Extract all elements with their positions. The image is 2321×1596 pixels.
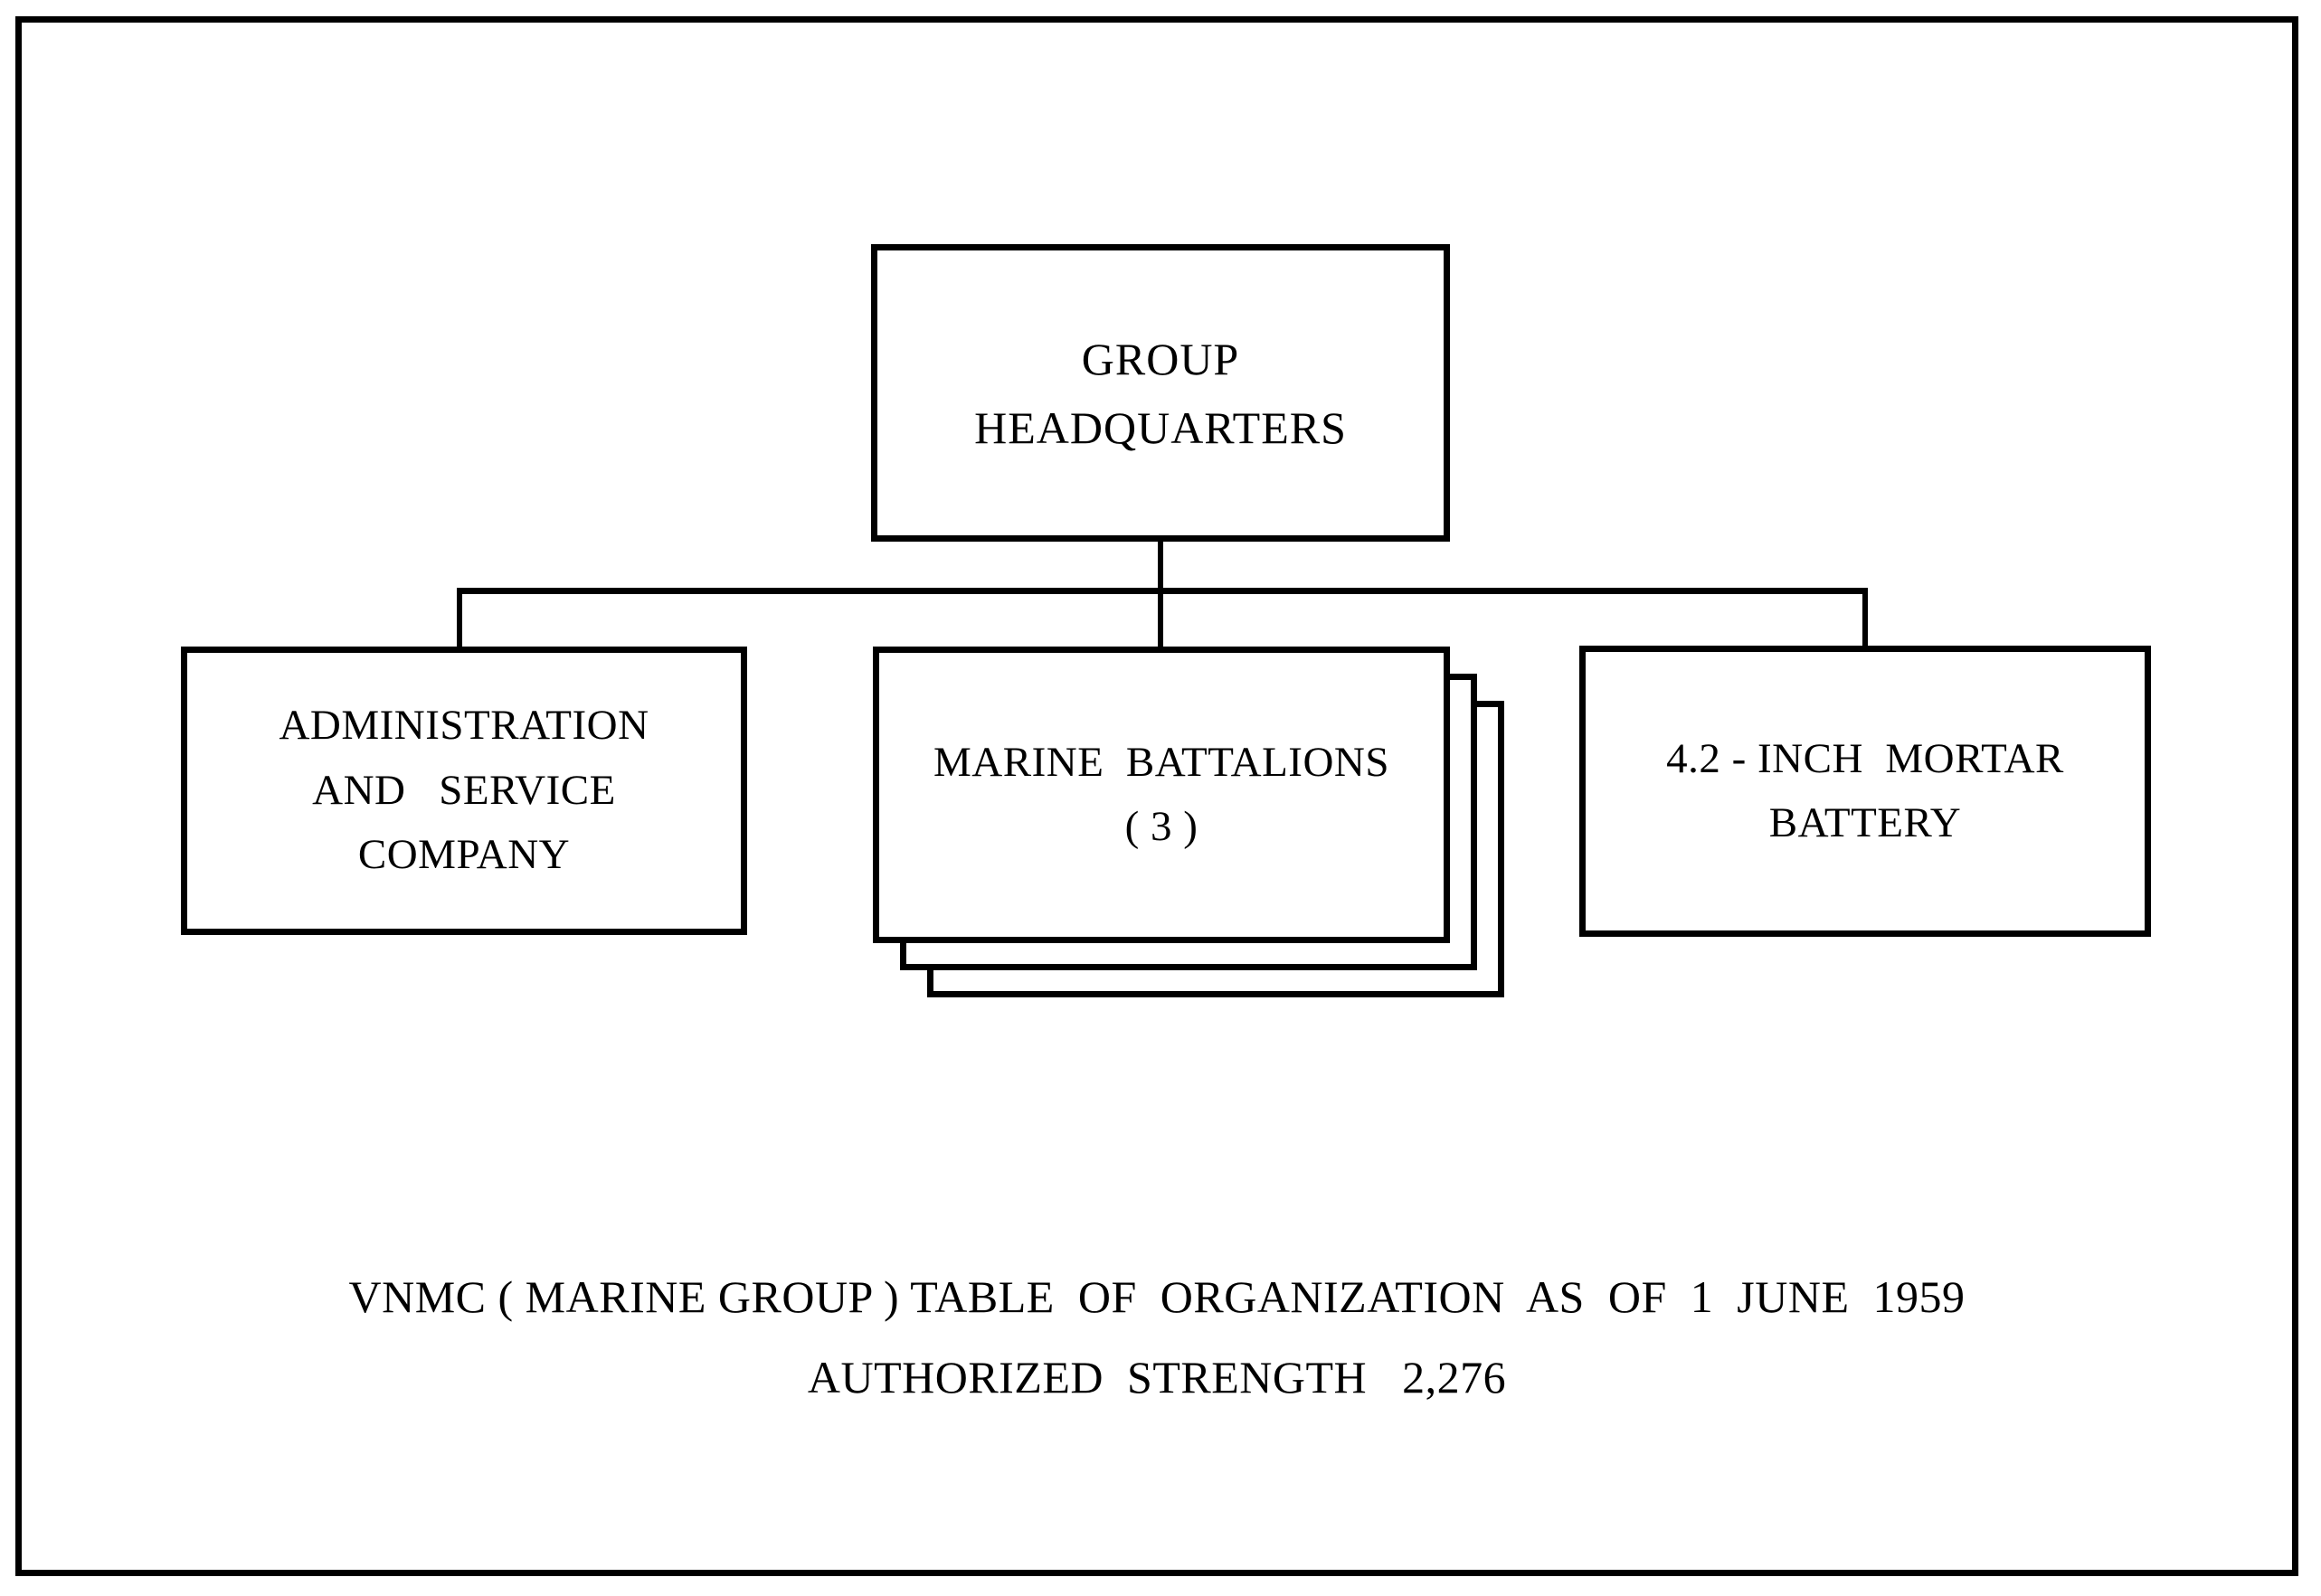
org-node-title-line: MARINE BATTALIONS — [933, 738, 1389, 786]
org-node-quantity-label: ( 3 ) — [1124, 803, 1198, 850]
org-node-title-line: AND SERVICE — [312, 766, 616, 814]
connector-drop-administration — [457, 588, 462, 649]
org-node-mortar-battery[interactable]: 4.2 - INCH MORTAR BATTERY — [1579, 646, 2151, 937]
org-node-title-line: GROUP — [1081, 333, 1240, 384]
org-node-title-line: HEADQUARTERS — [974, 401, 1347, 453]
org-node-group-headquarters[interactable]: GROUP HEADQUARTERS — [871, 244, 1450, 542]
org-node-administration-and-service-company[interactable]: ADMINISTRATION AND SERVICE COMPANY — [181, 647, 747, 935]
org-node-title-line: 4.2 - INCH MORTAR — [1666, 734, 2064, 782]
page-border-frame — [15, 16, 2298, 1576]
org-node-marine-battalions[interactable]: MARINE BATTALIONS ( 3 ) — [873, 647, 1450, 943]
connector-stem-hq — [1158, 541, 1163, 593]
caption-line-strength: AUTHORIZED STRENGTH 2,276 — [807, 1352, 1507, 1402]
connector-drop-battalions — [1158, 588, 1163, 649]
chart-caption: VNMC ( MARINE GROUP ) TABLE OF ORGANIZAT… — [15, 1257, 2298, 1418]
org-node-stack-marine-battalions: MARINE BATTALIONS ( 3 ) — [873, 647, 1506, 999]
org-node-title-line: COMPANY — [357, 831, 571, 879]
org-node-title-line: BATTERY — [1768, 799, 1962, 846]
caption-line-title: VNMC ( MARINE GROUP ) TABLE OF ORGANIZAT… — [348, 1271, 1966, 1322]
org-node-title-line: ADMINISTRATION — [279, 702, 649, 750]
connector-drop-mortar-battery — [1862, 588, 1868, 649]
